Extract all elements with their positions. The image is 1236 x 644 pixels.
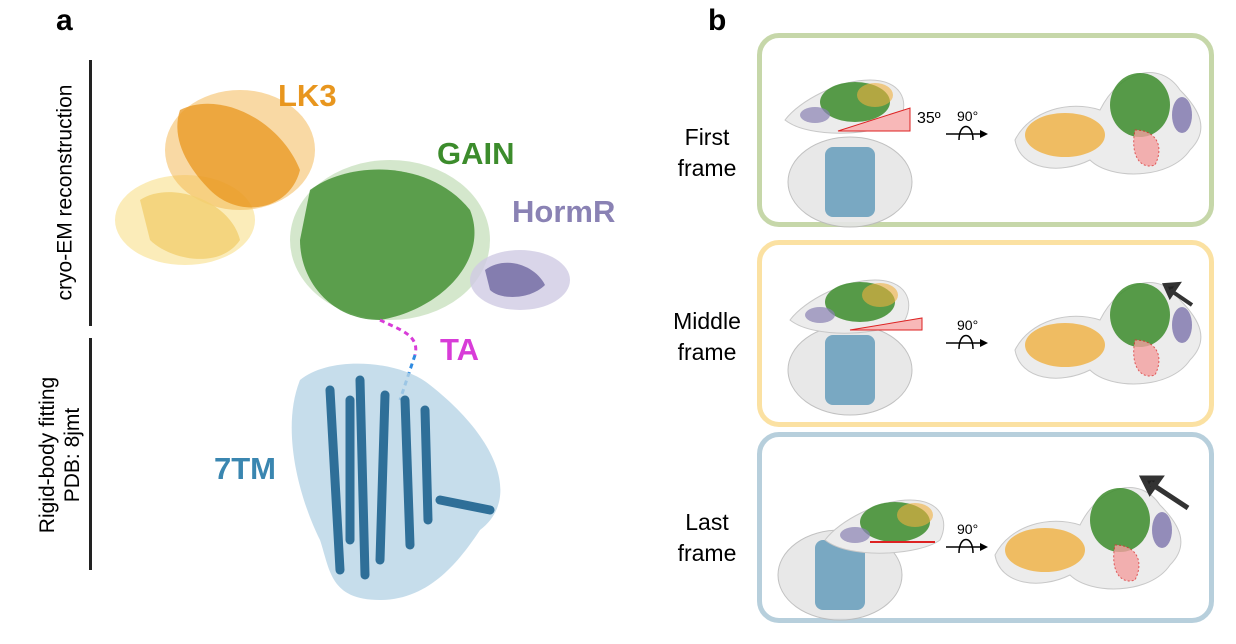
middle-frame-line2: frame (677, 339, 737, 365)
rotate-90-icon (945, 538, 989, 554)
angle-wedge-middle (849, 317, 923, 331)
ta-linker (379, 318, 418, 356)
linker-dashed (398, 354, 417, 401)
gain-density (290, 160, 490, 320)
divider-line-bottom (89, 338, 92, 570)
7tm-density (291, 363, 501, 600)
ta-label: TA (440, 332, 480, 367)
motion-arrow (1161, 281, 1194, 307)
last-frame-ecr-view (824, 499, 945, 554)
middle-frame-line1: Middle (673, 308, 741, 334)
first-frame-line2: frame (677, 155, 737, 181)
panel-b-letter: b (708, 4, 727, 37)
first-frame-side-view (1014, 72, 1202, 175)
last-frame-side-view (994, 487, 1182, 590)
hormr-label: HormR (512, 194, 616, 229)
middle-frame-label: Middle frame (657, 306, 757, 368)
lk3-label: LK3 (278, 78, 337, 113)
gain-label: GAIN (437, 136, 515, 171)
first-frame-tm-view (787, 136, 913, 228)
panel-a-letter: a (56, 4, 73, 37)
middle-frame-side-view (1014, 282, 1202, 385)
last-frame-line1: Last (685, 509, 729, 535)
angle-label-35: 35º (917, 110, 941, 127)
divider-line-top (89, 60, 92, 326)
hormr-density (470, 250, 570, 310)
lk3-density (115, 90, 315, 265)
rotation-label-last: 90° (957, 521, 979, 537)
rotate-90-icon (945, 334, 989, 350)
rotation-label-middle: 90° (957, 317, 979, 333)
rotation-label-first: 90° (957, 108, 979, 124)
angle-wedge-35 (837, 107, 911, 132)
last-frame-label: Last frame (657, 507, 757, 569)
motion-arrow (1138, 475, 1190, 511)
rotate-90-icon (945, 125, 989, 141)
middle-frame-tm-view (787, 324, 913, 416)
first-frame-label: First frame (657, 122, 757, 184)
first-frame-line1: First (684, 124, 730, 150)
7tm-label: 7TM (214, 451, 276, 486)
last-frame-line2: frame (677, 540, 737, 566)
